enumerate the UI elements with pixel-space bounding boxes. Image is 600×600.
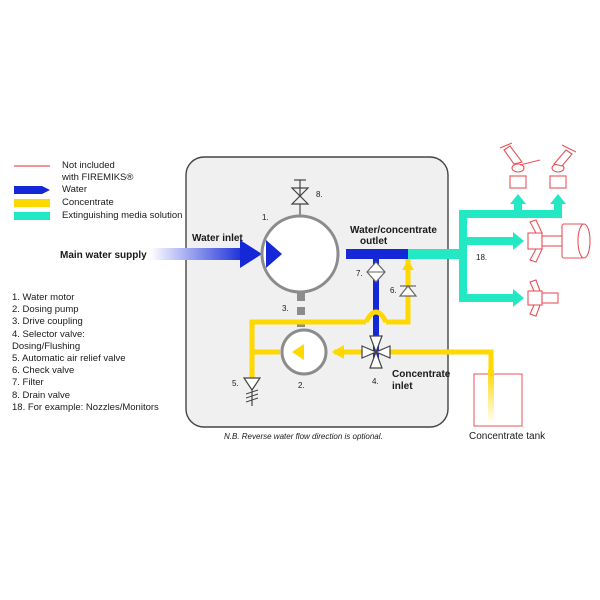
tank-suction-pipe xyxy=(488,370,494,424)
parts-list-item: 3. Drive coupling xyxy=(12,316,83,328)
filter-icon xyxy=(366,261,386,283)
parts-list-item: 18. For example: Nozzles/Monitors xyxy=(12,401,159,413)
outlet-label-line-2: outlet xyxy=(360,236,388,247)
legend-swatch-solution xyxy=(14,212,50,220)
callout-3: 3. xyxy=(282,304,289,313)
legend-swatch-not-included xyxy=(14,165,50,167)
legend-item-solution: Extinguishing media solution xyxy=(14,210,194,223)
concentrate-tank xyxy=(473,373,523,427)
callout-5: 5. xyxy=(232,379,239,388)
concentrate-up-arrow xyxy=(402,260,414,270)
concentrate-inlet-label-line-2: inlet xyxy=(392,381,413,392)
supply-pipe xyxy=(150,248,246,260)
water-inlet-label: Water inlet xyxy=(192,233,243,244)
firemiks-housing xyxy=(185,156,449,428)
concentrate-inlet-label-line-1: Concentrate xyxy=(392,369,451,380)
parts-list-item: 2. Dosing pump xyxy=(12,304,79,316)
monitor-nozzle-icon-1 xyxy=(499,142,541,189)
callout-2: 2. xyxy=(298,381,305,390)
filter-branch-pipe xyxy=(373,259,379,359)
callout-7: 7. xyxy=(356,269,363,278)
water-outlet-pipe xyxy=(346,249,408,259)
monitor-nozzle-icon-2 xyxy=(549,144,577,189)
check-valve-icon xyxy=(398,285,418,297)
water-motor xyxy=(260,214,340,294)
foam-generator-icon xyxy=(527,219,591,263)
parts-list-item: 6. Check valve xyxy=(12,365,75,377)
legend-label: Concentrate xyxy=(62,197,114,208)
drain-valve-icon xyxy=(290,179,310,205)
solution-outlet-pipe xyxy=(408,249,464,259)
legend-swatch-water xyxy=(14,186,50,194)
legend-item-water: Water xyxy=(14,184,194,197)
drive-coupling xyxy=(297,293,305,301)
solution-distribution xyxy=(459,194,566,307)
parts-list: 1. Water motor 2. Dosing pump 3. Drive c… xyxy=(12,292,192,414)
water-inlet-arrow xyxy=(240,240,262,268)
legend-label: Water xyxy=(62,184,87,195)
parts-list-item: 1. Water motor xyxy=(12,292,75,303)
concentrate-circuit xyxy=(249,259,494,378)
outlet-label-line-1: Water/concentrate xyxy=(350,225,437,236)
legend-item-concentrate: Concentrate xyxy=(14,197,194,210)
callout-6: 6. xyxy=(390,286,397,295)
water-motor-arrow-icon xyxy=(266,240,282,268)
callout-1: 1. xyxy=(262,213,269,222)
nozzle-icon xyxy=(527,279,559,317)
callout-4: 4. xyxy=(372,377,379,386)
legend-label: Extinguishing media solution xyxy=(62,210,183,221)
parts-list-item: 4. Selector valve: Dosing/Flushing xyxy=(12,328,85,352)
legend: Not included with FIREMIKS® Water Concen… xyxy=(14,160,194,223)
concentrate-tank-label: Concentrate tank xyxy=(469,431,546,442)
dosing-pump xyxy=(280,328,328,376)
air-relief-valve-icon xyxy=(242,377,262,406)
callout-8: 8. xyxy=(316,190,323,199)
footnote: N.B. Reverse water flow direction is opt… xyxy=(224,432,383,441)
pipe-crossover xyxy=(363,309,389,324)
legend-swatch-concentrate xyxy=(14,199,50,207)
legend-label: Not included with FIREMIKS® xyxy=(62,160,134,183)
parts-list-item: 8. Drain valve xyxy=(12,389,71,401)
concentrate-flow-arrow xyxy=(332,345,344,359)
dosing-pump-arrow-icon xyxy=(292,344,304,360)
callout-18: 18. xyxy=(476,253,487,262)
legend-item-not-included: Not included with FIREMIKS® xyxy=(14,160,194,184)
parts-list-item: 7. Filter xyxy=(12,377,44,389)
selector-valve-icon xyxy=(361,335,391,369)
main-water-supply-label: Main water supply xyxy=(60,250,147,261)
parts-list-item: 5. Automatic air relief valve xyxy=(12,353,126,365)
